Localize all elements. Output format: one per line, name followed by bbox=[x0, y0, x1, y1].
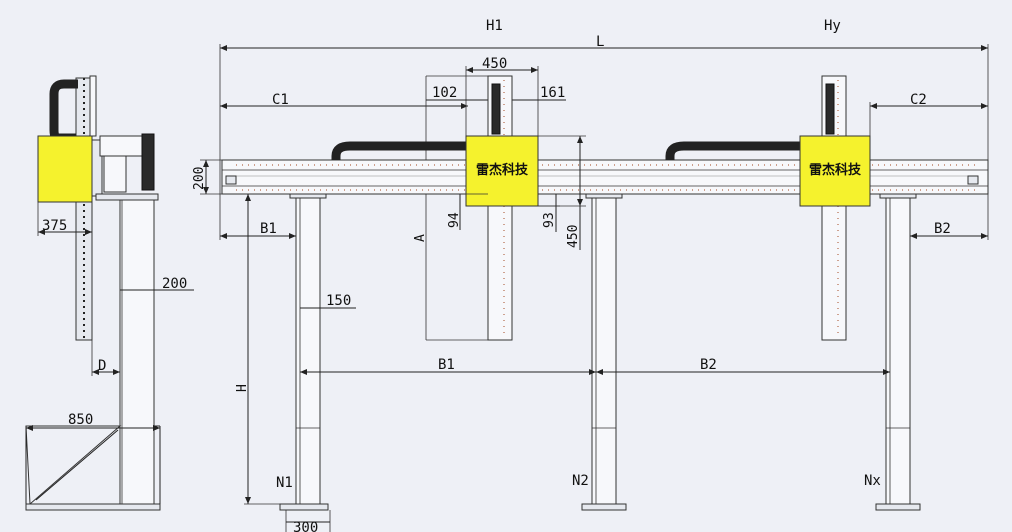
column-n2 bbox=[581, 193, 627, 511]
dim-h: H bbox=[235, 384, 250, 392]
dim-93: 93 bbox=[542, 212, 557, 228]
dim-a: A bbox=[413, 234, 428, 242]
z-axis-hy bbox=[821, 75, 847, 341]
label-l: L bbox=[596, 34, 604, 50]
column-nx bbox=[875, 193, 921, 511]
dim-c1: C1 bbox=[272, 92, 289, 108]
dim-450-vertical: 450 bbox=[566, 225, 581, 248]
cross-beam bbox=[221, 159, 989, 195]
dim-450-top: 450 bbox=[482, 56, 507, 72]
cable-chain-left bbox=[331, 141, 466, 160]
side-motor bbox=[141, 133, 155, 191]
label-nx: Nx bbox=[864, 473, 881, 489]
carriage-hy bbox=[799, 135, 871, 207]
cable-chain-right bbox=[665, 141, 800, 160]
side-carriage bbox=[37, 135, 93, 203]
dim-c2: C2 bbox=[910, 92, 927, 108]
label-hy: Hy bbox=[824, 18, 841, 34]
side-cable-chain bbox=[49, 79, 78, 143]
brand-text-h1: 雷杰科技 bbox=[476, 162, 529, 178]
dim-94: 94 bbox=[447, 212, 462, 228]
dim-b1-span: B1 bbox=[438, 357, 455, 373]
dim-b2-span: B2 bbox=[700, 357, 717, 373]
side-dim-200: 200 bbox=[162, 276, 187, 292]
side-dim-375: 375 bbox=[42, 218, 67, 234]
side-column bbox=[119, 199, 155, 505]
dim-161: 161 bbox=[540, 85, 565, 101]
dim-b1-top: B1 bbox=[260, 221, 277, 237]
side-view: 375 200 D 850 bbox=[25, 75, 194, 511]
label-n1: N1 bbox=[276, 475, 293, 491]
side-dim-d: D bbox=[98, 358, 106, 374]
label-n2: N2 bbox=[572, 473, 589, 489]
label-h1: H1 bbox=[486, 18, 503, 34]
dim-300: 300 bbox=[293, 520, 318, 532]
side-dim-850: 850 bbox=[68, 412, 93, 428]
dim-102: 102 bbox=[432, 85, 457, 101]
dim-200-beam: 200 bbox=[192, 167, 207, 190]
column-n1 bbox=[279, 193, 329, 511]
brand-text-hy: 雷杰科技 bbox=[809, 162, 862, 178]
front-view: H1 Hy L C1 C2 450 102 161 bbox=[192, 18, 989, 532]
dim-150: 150 bbox=[326, 293, 351, 309]
side-base bbox=[25, 503, 161, 511]
z-axis-h1 bbox=[487, 75, 513, 341]
dim-b2-top: B2 bbox=[934, 221, 951, 237]
